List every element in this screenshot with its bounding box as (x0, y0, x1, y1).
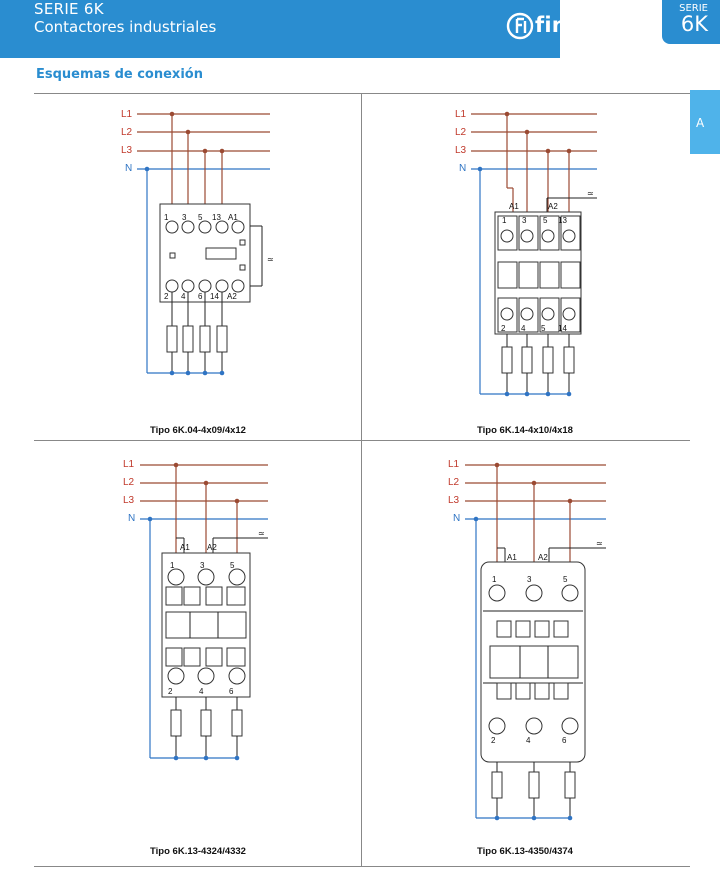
terminal-label: 4 (199, 687, 204, 696)
terminal-label: A1 (228, 213, 238, 222)
diagram-6k13-4324: L1 L2 L3 N ≃ A1 A2 1 3 5 (123, 459, 268, 761)
terminal-label: 2 (168, 687, 173, 696)
phase-label: L1 (123, 459, 135, 470)
phase-label: L1 (455, 109, 467, 120)
coil-terminal-label: A1 (509, 202, 519, 211)
section-title: Esquemas de conexión (36, 67, 203, 82)
terminal-label: 6 (229, 687, 234, 696)
terminal-label: 6 (198, 292, 203, 301)
svg-text:≃: ≃ (258, 529, 265, 538)
terminal-label: 3 (527, 575, 532, 584)
coil-terminal-label: A2 (538, 553, 548, 562)
phase-label: L2 (123, 477, 135, 488)
svg-text:≃: ≃ (596, 539, 603, 548)
header-band (0, 0, 560, 58)
header-title: Contactores industriales (34, 18, 217, 36)
svg-text:≃: ≃ (587, 189, 594, 198)
coil-terminal-label: A1 (180, 543, 190, 552)
terminal-label: 3 (522, 216, 527, 225)
phase-label: L2 (121, 127, 133, 138)
terminal-label: 3 (182, 213, 187, 222)
neutral-label: N (128, 513, 135, 524)
diagram-6k04: L1 L2 L3 N ≃ 1 (121, 109, 274, 376)
finder-logo: finder (506, 12, 626, 42)
phase-label: L1 (121, 109, 133, 120)
terminal-label: 5 (541, 324, 546, 333)
diagram-6k14: L1 L2 L3 N ≃ A1 A2 1 3 5 (455, 109, 597, 397)
terminal-label: 13 (212, 213, 221, 222)
terminal-label: 5 (543, 216, 548, 225)
diagram-caption: Tipo 6K.14-4x10/4x18 (477, 425, 573, 436)
terminal-label: 2 (501, 324, 506, 333)
terminal-label: 6 (562, 736, 567, 745)
coil-terminal-label: A2 (207, 543, 217, 552)
coil-terminal-label: A2 (548, 202, 558, 211)
terminal-label: 14 (210, 292, 219, 301)
neutral-label: N (453, 513, 460, 524)
diagram-caption: Tipo 6K.13-4350/4374 (477, 846, 573, 857)
terminal-label: 3 (200, 561, 205, 570)
phase-label: L3 (123, 495, 135, 506)
series-tab: SERIE 6K (662, 0, 720, 44)
finder-logo-icon (506, 12, 534, 40)
terminal-label: 1 (170, 561, 175, 570)
phase-label: L3 (448, 495, 460, 506)
grid-vertical-rule (361, 93, 362, 866)
diagram-caption: Tipo 6K.13-4324/4332 (150, 846, 246, 857)
coil-terminal-label: A1 (507, 553, 517, 562)
phase-label: L3 (121, 145, 133, 156)
terminal-label: 2 (164, 292, 169, 301)
neutral-label: N (125, 163, 132, 174)
terminal-label: 4 (526, 736, 531, 745)
terminal-label: 5 (198, 213, 203, 222)
series-tab-label: SERIE (679, 3, 708, 14)
neutral-label: N (459, 163, 466, 174)
header-series-line: SERIE 6K (34, 0, 104, 18)
grid-bottom-rule (34, 866, 690, 867)
side-section-letter: A (696, 116, 705, 130)
series-tab-code: 6K (680, 12, 708, 36)
grid-middle-rule (34, 440, 690, 441)
terminal-label: A2 (227, 292, 237, 301)
page-header: SERIE 6K Contactores industriales finder… (0, 0, 720, 58)
phase-label: L3 (455, 145, 467, 156)
phase-label: L2 (455, 127, 467, 138)
phase-label: L2 (448, 477, 460, 488)
terminal-label: 14 (558, 324, 567, 333)
side-section-tab[interactable]: A (690, 90, 720, 154)
phase-label: L1 (448, 459, 460, 470)
diagram-caption: Tipo 6K.04-4x09/4x12 (150, 425, 246, 436)
grid-top-rule (34, 93, 690, 94)
terminal-label: 1 (492, 575, 497, 584)
diagram-6k13-4350: L1 L2 L3 N ≃ A1 A2 1 3 5 (448, 459, 606, 821)
terminal-label: 4 (521, 324, 526, 333)
svg-text:≃: ≃ (267, 255, 274, 264)
terminal-label: 5 (563, 575, 568, 584)
terminal-label: 13 (558, 216, 567, 225)
terminal-label: 1 (164, 213, 169, 222)
terminal-label: 5 (230, 561, 235, 570)
terminal-label: 4 (181, 292, 186, 301)
brand-name: finder (535, 13, 608, 37)
terminal-label: 1 (502, 216, 507, 225)
terminal-label: 2 (491, 736, 496, 745)
